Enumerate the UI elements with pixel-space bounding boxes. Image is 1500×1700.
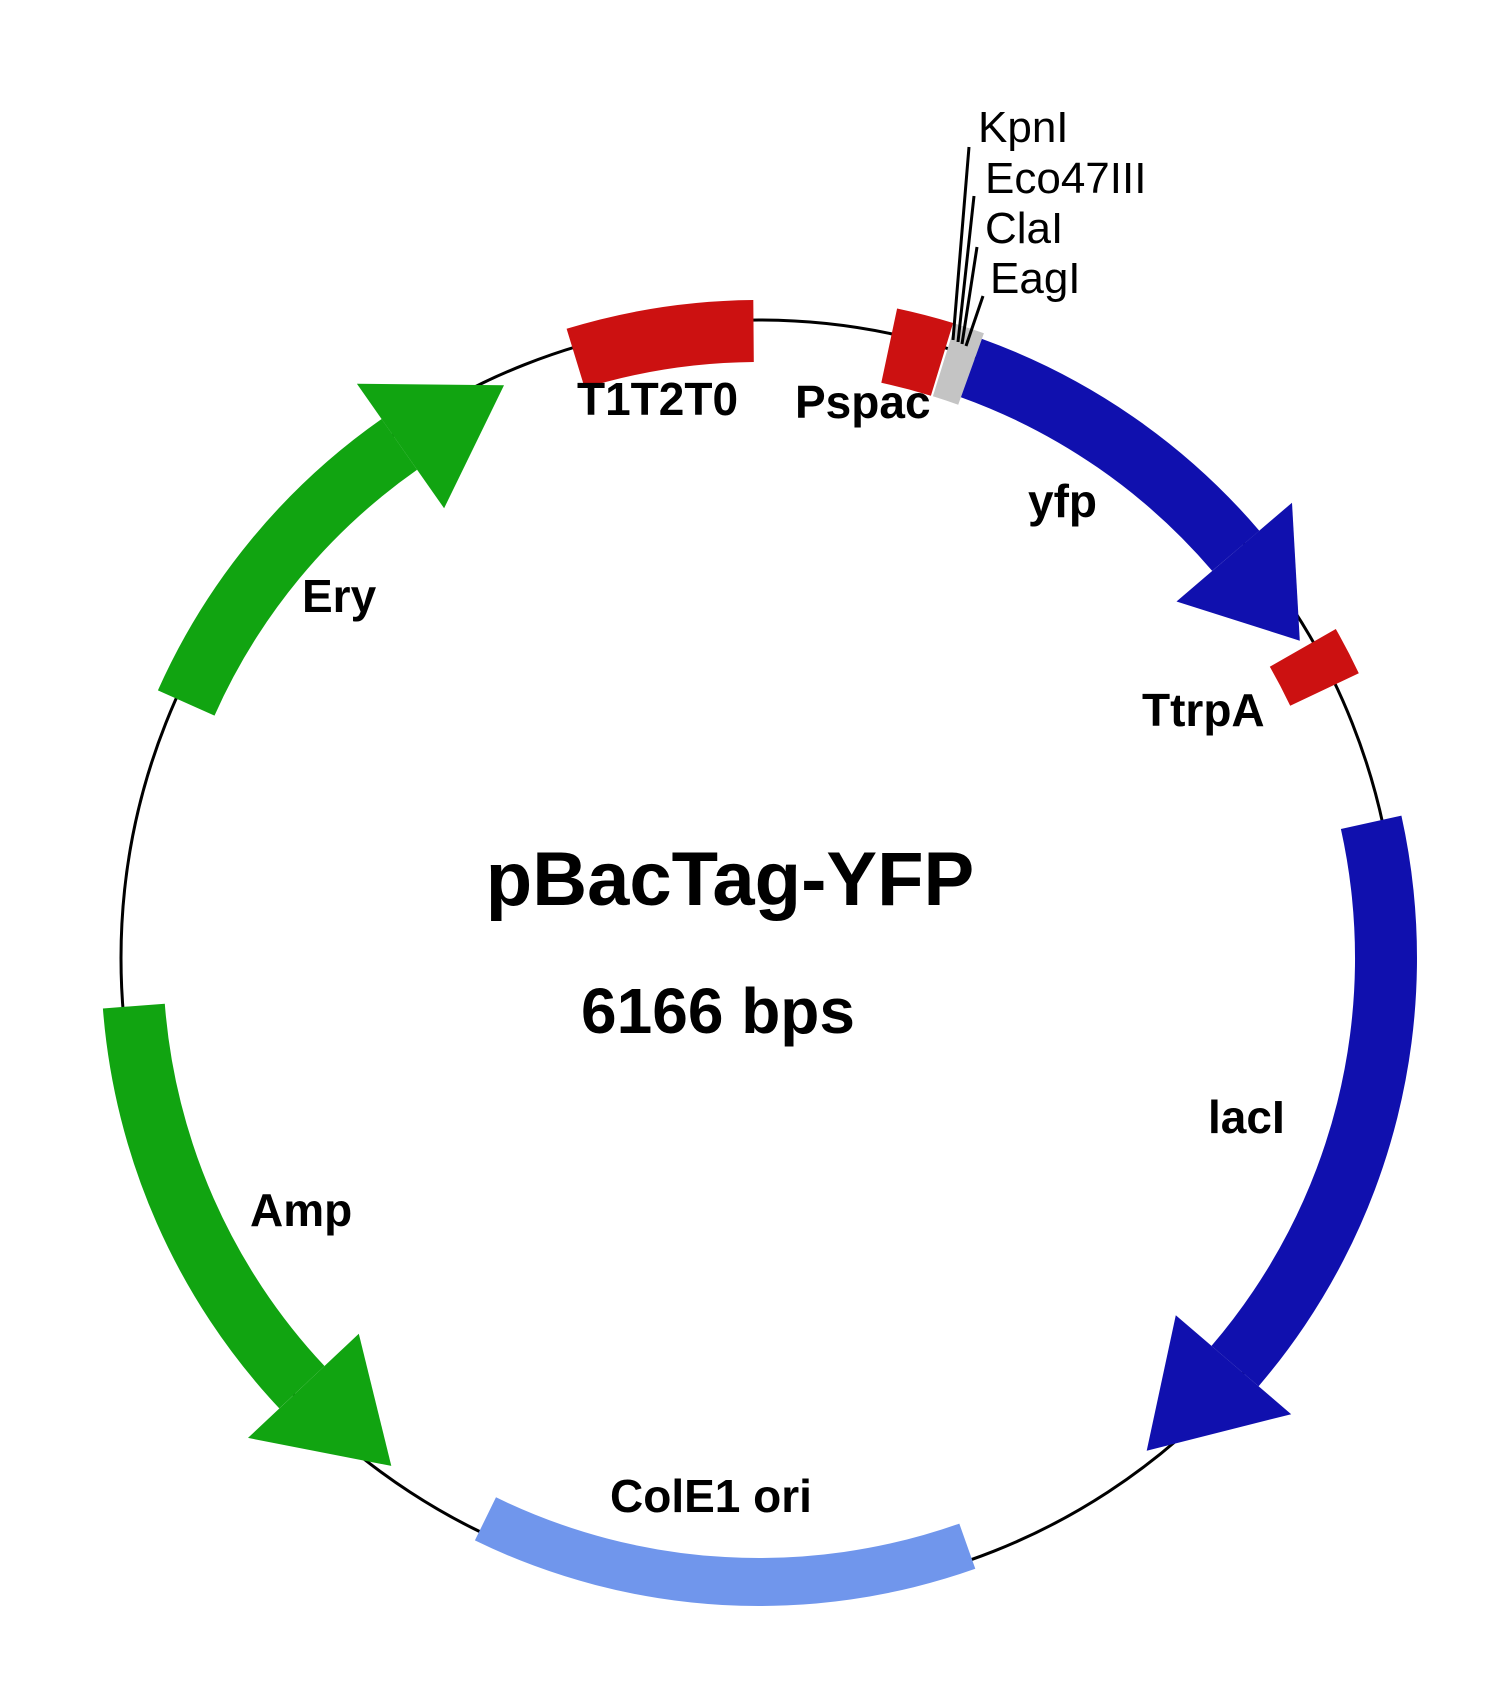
feature-arc-amp bbox=[102, 1003, 325, 1409]
feature-arc-t1t2t0 bbox=[566, 300, 754, 388]
feature-label-yfp: yfp bbox=[1028, 475, 1097, 527]
feature-label-amp: Amp bbox=[250, 1184, 352, 1236]
feature-label-cole1-ori: ColE1 ori bbox=[610, 1470, 812, 1522]
restriction-pointer-line-eco47iii bbox=[956, 195, 976, 343]
feature-label-pspac: Pspac bbox=[795, 376, 931, 428]
feature-arrowhead-yfp bbox=[1176, 502, 1300, 641]
restriction-site-label-kpni: KpnI bbox=[978, 103, 1069, 152]
feature-arrowhead-amp bbox=[248, 1333, 392, 1466]
feature-arrowhead-ery bbox=[356, 383, 504, 509]
feature-label-ttrpa: TtrpA bbox=[1142, 684, 1265, 736]
plasmid-size: 6166 bps bbox=[581, 975, 855, 1047]
feature-arc-yfp bbox=[960, 338, 1260, 571]
feature-arc-pspac bbox=[881, 308, 954, 396]
feature-label-t1t2t0: T1T2T0 bbox=[577, 373, 738, 425]
feature-arc-laci bbox=[1211, 815, 1417, 1387]
restriction-pointer-line-kpni bbox=[951, 146, 971, 341]
restriction-site-label-clai: ClaI bbox=[985, 204, 1063, 253]
feature-arc-mcs bbox=[932, 323, 984, 405]
restriction-pointer-line-clai bbox=[960, 246, 979, 345]
restriction-pointer-line-eagi bbox=[964, 295, 985, 347]
feature-shapes bbox=[102, 300, 1417, 1606]
feature-arc-ttrpa bbox=[1269, 629, 1359, 706]
plasmid-title: pBacTag-YFP bbox=[486, 837, 974, 922]
restriction-site-label-eagi: EagI bbox=[990, 254, 1081, 303]
feature-arc-cole1 bbox=[474, 1497, 976, 1606]
restriction-site-label-eco47iii: Eco47III bbox=[985, 154, 1146, 203]
feature-arrowhead-laci bbox=[1146, 1315, 1292, 1451]
feature-label-ery: Ery bbox=[302, 570, 377, 622]
feature-arc-ery bbox=[157, 419, 418, 716]
restriction-pointer-lines bbox=[951, 146, 985, 347]
feature-label-laci: lacI bbox=[1208, 1091, 1285, 1143]
